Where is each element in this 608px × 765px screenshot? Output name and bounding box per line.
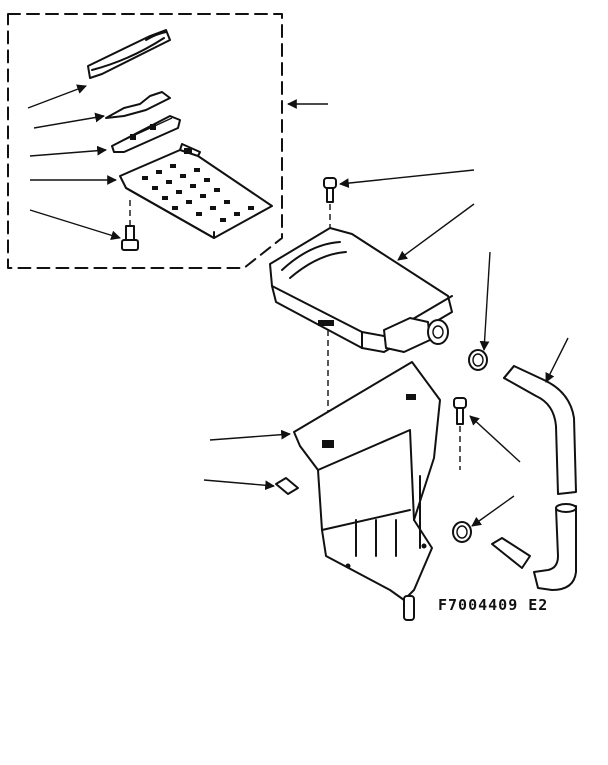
- part-7-mounting-bracket: [293, 361, 441, 621]
- part-13-screw: [323, 177, 337, 203]
- kit-boundary-box: [7, 13, 283, 269]
- part-10-dispenser-housing: [269, 227, 453, 353]
- part-1-cover: [87, 29, 171, 79]
- drawing-code: F7004409 E2: [438, 596, 548, 614]
- leader-arrows: [27, 84, 569, 527]
- part-3-bracket: [111, 115, 181, 153]
- part-11-clamp-upper: [468, 349, 488, 371]
- part-4-tray: [119, 143, 273, 239]
- part-9-screw: [453, 397, 467, 425]
- part-14-clip: [275, 477, 299, 495]
- part-2-spring-clip: [105, 91, 171, 119]
- part-12-hose: [503, 365, 577, 591]
- part-11-clamp-lower: [452, 521, 472, 543]
- part-5-screw: [121, 225, 139, 251]
- hose-connector: [491, 537, 531, 569]
